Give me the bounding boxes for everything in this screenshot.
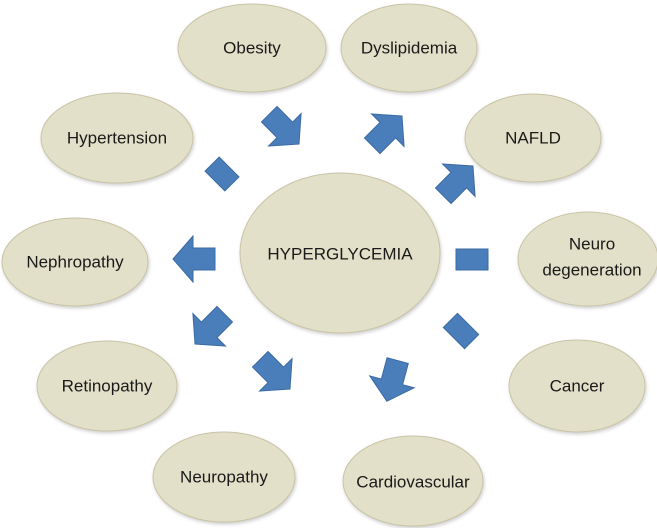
center-node-hyperglycemia: HYPERGLYCEMIA xyxy=(239,172,441,334)
node-neurodegeneration: Neuro degeneration xyxy=(517,211,657,307)
arrow-cardiovascular xyxy=(368,357,416,402)
center-label: HYPERGLYCEMIA xyxy=(267,244,413,263)
node-obesity: Obesity xyxy=(177,3,327,93)
node-label-obesity: Obesity xyxy=(223,38,281,57)
node-label-nephropathy: Nephropathy xyxy=(26,252,124,271)
node-label-dyslipidemia: Dyslipidemia xyxy=(361,38,458,57)
node-label-cardiovascular: Cardiovascular xyxy=(356,472,470,491)
arrow-retinopathy xyxy=(192,305,234,347)
node-label-neuropathy: Neuropathy xyxy=(180,467,268,486)
node-cancer: Cancer xyxy=(508,339,646,433)
node-dyslipidemia: Dyslipidemia xyxy=(340,3,478,93)
node-label-degeneration: degeneration xyxy=(542,260,641,279)
node-label-nafld: NAFLD xyxy=(505,128,561,147)
node-hypertension: Hypertension xyxy=(40,92,194,184)
connector-hypertension xyxy=(204,156,240,192)
node-label-hypertension: Hypertension xyxy=(67,128,167,147)
arrow-obesity xyxy=(260,105,302,147)
node-neuropathy: Neuropathy xyxy=(152,431,296,523)
node-label-neuro: Neuro xyxy=(569,234,615,253)
node-nafld: NAFLD xyxy=(464,93,602,183)
connector-neurodegeneration xyxy=(455,248,489,271)
node-nephropathy: Nephropathy xyxy=(1,217,149,307)
arrow-dyslipidemia xyxy=(363,113,405,155)
node-label-cancer: Cancer xyxy=(550,376,605,395)
arrow-nafld xyxy=(434,163,476,205)
arrow-nephropathy xyxy=(172,234,216,284)
node-label-retinopathy: Retinopathy xyxy=(62,376,153,395)
node-retinopathy: Retinopathy xyxy=(36,340,178,432)
connector-cancer xyxy=(442,312,480,350)
arrow-neuropathy xyxy=(251,350,293,392)
node-cardiovascular: Cardiovascular xyxy=(342,435,484,527)
